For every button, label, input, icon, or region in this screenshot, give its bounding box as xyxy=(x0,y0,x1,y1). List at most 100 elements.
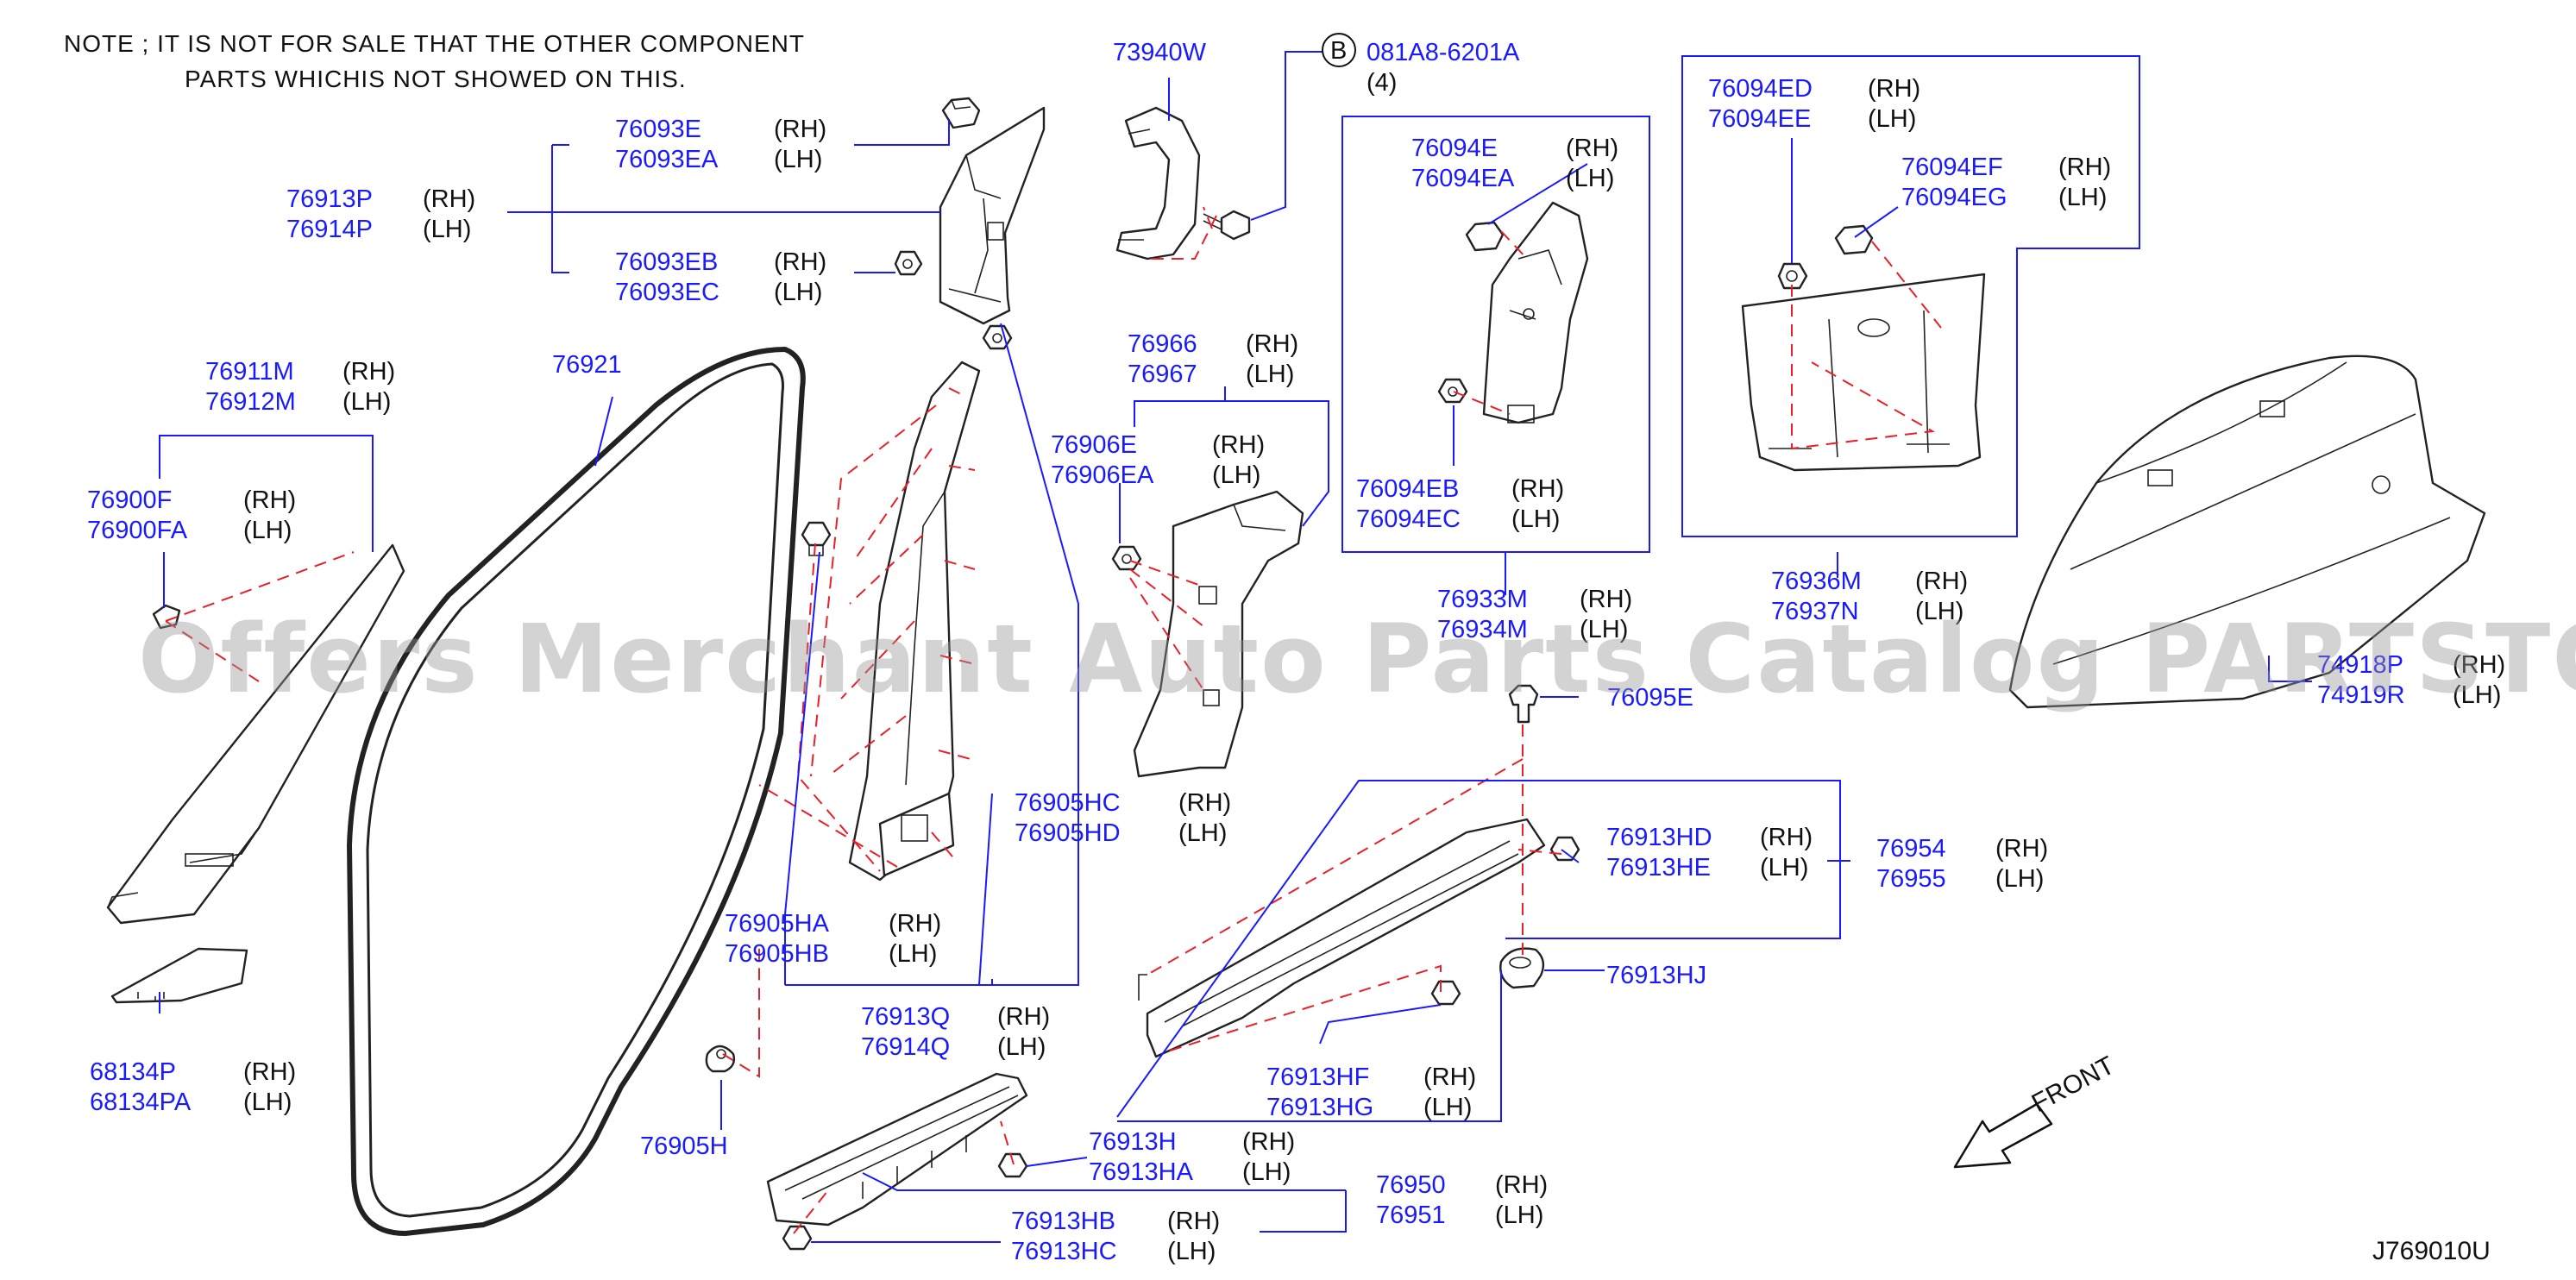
clip-76906e xyxy=(1111,545,1142,571)
callout-76954[interactable]: 76954 (RH) 76955 (LH) xyxy=(1876,835,2048,893)
side-label: (RH) xyxy=(2058,154,2111,181)
b-badge-circle xyxy=(1322,33,1356,67)
side-label: (LH) xyxy=(1212,461,1260,489)
leader-lines xyxy=(159,51,2312,1243)
badge-letter: B xyxy=(1330,37,1347,65)
side-label: (RH) xyxy=(1566,135,1618,162)
part-number: 76093EB xyxy=(615,248,718,276)
part-number: 76094EF xyxy=(1901,154,2003,181)
callout-76094eb[interactable]: 76094EB (RH) 76094EC (LH) xyxy=(1356,475,1564,533)
side-label: (RH) xyxy=(423,185,475,213)
side-label: (RH) xyxy=(889,910,941,938)
side-label: (LH) xyxy=(1580,616,1628,643)
side-label: (LH) xyxy=(1495,1202,1543,1229)
part-number: 76905HA xyxy=(725,910,830,938)
part-number: 76094EB xyxy=(1356,475,1459,503)
part-number: 76913Q xyxy=(861,1003,950,1031)
part-number: 76900FA xyxy=(87,517,188,544)
callout-76913hb[interactable]: 76913HB (RH) 76913HC (LH) xyxy=(1011,1208,1220,1265)
callout-76093eb[interactable]: 76093EB (RH) 76093EC (LH) xyxy=(615,248,826,306)
callout-76913hd[interactable]: 76913HD (RH) 76913HE (LH) xyxy=(1606,824,1813,882)
side-label: (LH) xyxy=(1915,598,1963,625)
callout-76094ef[interactable]: 76094EF (RH) 76094EG (LH) xyxy=(1901,154,2111,211)
callout-76911m[interactable]: 76911M (RH) 76912M (LH) xyxy=(205,358,395,416)
callout-76900f[interactable]: 76900F (RH) 76900FA (LH) xyxy=(87,486,296,544)
side-label: (LH) xyxy=(423,216,471,243)
side-label: (LH) xyxy=(774,146,822,173)
part-number: 76913P xyxy=(286,185,373,213)
clip-76094e xyxy=(1465,221,1505,252)
side-label: (RH) xyxy=(243,1058,296,1086)
side-label: (LH) xyxy=(1511,505,1560,533)
part-number: 76936M xyxy=(1771,568,1862,595)
cover-68134p xyxy=(110,947,248,1004)
part-number: 76905H xyxy=(640,1133,728,1160)
side-label: (RH) xyxy=(243,486,296,514)
side-label: (LH) xyxy=(243,517,292,544)
clip-76093eb xyxy=(894,250,923,276)
side-label: (RH) xyxy=(2453,651,2505,679)
part-number: 76933M xyxy=(1437,586,1528,613)
callout-76913p[interactable]: 76913P (RH) 76914P (LH) xyxy=(286,185,475,243)
callout-76913h[interactable]: 76913H (RH) 76913HA (LH) xyxy=(1089,1128,1295,1186)
side-label: (LH) xyxy=(889,940,937,968)
callout-74918p[interactable]: 74918P (RH) 74919R (LH) xyxy=(2317,651,2505,709)
callout-76950[interactable]: 76950 (RH) 76951 (LH) xyxy=(1376,1171,1548,1229)
side-label: (LH) xyxy=(1995,865,2044,893)
part-number: 68134PA xyxy=(90,1089,192,1116)
callout-76921[interactable]: 76921 xyxy=(552,351,622,379)
part-number: 76093EC xyxy=(615,279,719,306)
front-label: FRONT xyxy=(2027,1051,2120,1119)
callout-76913q[interactable]: 76913Q (RH) 76914Q (LH) xyxy=(861,1003,1050,1061)
callout-76095e[interactable]: 76095E xyxy=(1607,684,1693,712)
side-label: (LH) xyxy=(243,1089,292,1116)
side-label: (RH) xyxy=(1212,431,1265,459)
callout-73940w[interactable]: 73940W xyxy=(1113,39,1207,66)
side-label: (RH) xyxy=(997,1003,1050,1031)
callout-081a8[interactable]: B 081A8-6201A (4) xyxy=(1322,33,1520,97)
part-number: 76966 xyxy=(1128,330,1197,358)
assembly-dashed-lines xyxy=(165,206,1942,1234)
callout-76094e[interactable]: 76094E (RH) 76094EA (LH) xyxy=(1411,135,1618,192)
callout-76913hf[interactable]: 76913HF (RH) 76913HG (LH) xyxy=(1266,1064,1476,1121)
clip-76913hf xyxy=(1430,980,1461,1006)
callout-76094ed[interactable]: 76094ED (RH) 76094EE (LH) xyxy=(1708,75,1920,133)
part-number: 081A8-6201A xyxy=(1367,39,1520,66)
callout-76913hj[interactable]: 76913HJ xyxy=(1606,962,1706,989)
callout-76093e[interactable]: 76093E (RH) 76093EA (LH) xyxy=(615,116,826,173)
part-number: 76093E xyxy=(615,116,701,143)
side-label: (RH) xyxy=(1580,586,1632,613)
side-label: (RH) xyxy=(1868,75,1920,103)
side-label: (RH) xyxy=(1760,824,1813,851)
callout-68134p[interactable]: 68134P (RH) 68134PA (LH) xyxy=(90,1058,296,1116)
callout-76905h[interactable]: 76905H xyxy=(640,1133,728,1160)
trim-76094e xyxy=(1482,201,1589,424)
part-number: 76913HE xyxy=(1606,854,1711,882)
clip-76095e xyxy=(1508,684,1539,724)
weatherstrip-76921 xyxy=(346,346,806,1237)
callout-76936m[interactable]: 76936M (RH) 76937N (LH) xyxy=(1771,568,1968,625)
callout-76905hc[interactable]: 76905HC (RH) 76905HD (LH) xyxy=(1015,789,1231,847)
trim-76906e xyxy=(1133,490,1304,778)
side-label: (LH) xyxy=(1566,165,1614,192)
callout-76905ha[interactable]: 76905HA (RH) 76905HB (LH) xyxy=(725,910,941,968)
clip-76913hj xyxy=(1499,947,1545,989)
callout-76906e[interactable]: 76906E (RH) 76906EA (LH) xyxy=(1051,431,1265,489)
part-number: 76094ED xyxy=(1708,75,1813,103)
part-number: 76913HC xyxy=(1011,1238,1117,1265)
side-label: (RH) xyxy=(1178,789,1231,817)
part-number: 68134P xyxy=(90,1058,176,1086)
side-label: (LH) xyxy=(1760,854,1808,882)
part-number: 76905HD xyxy=(1015,819,1121,847)
front-direction-indicator: FRONT xyxy=(1953,1051,2120,1169)
clip-76094eb xyxy=(1437,378,1468,404)
side-label: (RH) xyxy=(774,248,826,276)
side-label: (LH) xyxy=(1868,105,1916,133)
side-label: (LH) xyxy=(1178,819,1227,847)
clip-76093e xyxy=(941,97,981,129)
callout-76933m[interactable]: 76933M (RH) 76934M (LH) xyxy=(1437,586,1632,643)
part-number: 76914Q xyxy=(861,1033,950,1061)
part-number: 76955 xyxy=(1876,865,1946,893)
callout-76966[interactable]: 76966 (RH) 76967 (LH) xyxy=(1128,330,1298,388)
